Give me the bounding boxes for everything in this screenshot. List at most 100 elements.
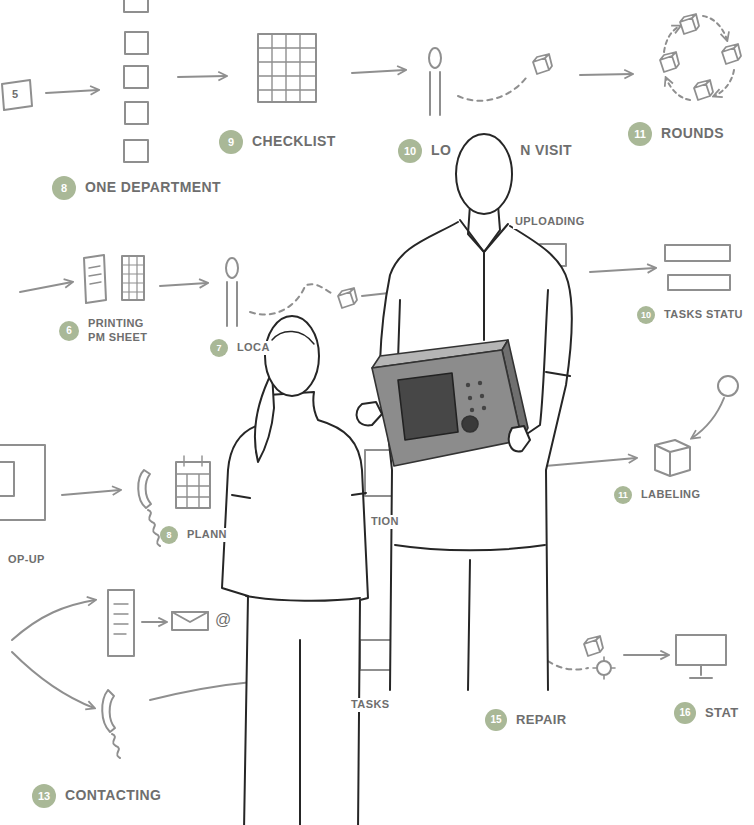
woman-figure-part — [272, 331, 314, 344]
device-figure-part — [466, 383, 470, 387]
background-sketch-part — [2, 80, 32, 110]
background-sketch-part — [84, 255, 106, 303]
background-sketch-part — [714, 70, 734, 96]
background-sketch-part — [122, 256, 144, 300]
background-sketch-part — [46, 90, 98, 93]
sketch-label: @ — [213, 610, 234, 629]
callout-number: 10 — [404, 146, 416, 157]
badge-fill — [628, 122, 652, 146]
sketch-label: TION — [369, 515, 401, 528]
background-sketch-part — [533, 54, 552, 74]
step-label: ROUNDS — [659, 125, 726, 143]
device-figure-part — [462, 416, 478, 432]
step-label: ONE DEPARTMENT — [83, 179, 223, 197]
background-sketch-part — [722, 44, 741, 64]
woman-figure-part — [265, 316, 319, 396]
background-sketch-part — [124, 140, 148, 162]
sketch-label: 5 — [10, 88, 21, 101]
background-sketch-part — [665, 245, 730, 261]
step-marker: 10 TASKS STATU — [637, 306, 745, 324]
background-sketch-part — [352, 70, 405, 73]
man-figure-part — [456, 134, 512, 214]
step-marker: 8 PLANN — [160, 526, 229, 544]
background-sketch-part — [172, 612, 208, 630]
background-sketch — [0, 0, 741, 758]
background-sketch-part — [660, 52, 679, 72]
man-figure-part — [395, 545, 545, 550]
number-badge: 8 — [52, 176, 76, 200]
device-figure-part — [480, 394, 484, 398]
device-figure-part — [357, 402, 382, 425]
callout-number: 16 — [679, 708, 690, 718]
step-marker: 15REPAIR — [485, 709, 569, 731]
background-sketch-part — [365, 450, 393, 496]
background-sketch-part — [718, 376, 738, 396]
step-label: PLANN — [185, 528, 229, 542]
step-label: TASKS STATU — [662, 308, 745, 322]
device-figure-part — [478, 381, 482, 385]
number-badge: 6 — [59, 321, 79, 341]
badge-fill — [398, 139, 422, 163]
background-sketch-part — [545, 458, 636, 466]
background-sketch-part — [125, 32, 148, 54]
step-label: STAT — [703, 705, 741, 721]
step-marker: 13CONTACTING — [32, 784, 163, 808]
step-label: LABELING — [639, 488, 702, 502]
number-badge: 8 — [160, 526, 178, 544]
callout-number: 10 — [641, 311, 651, 320]
callout-number: 8 — [166, 531, 171, 540]
background-sketch-part — [178, 76, 226, 77]
background-sketch-part — [124, 66, 148, 88]
woman-figure-part — [232, 493, 366, 498]
badge-fill — [32, 784, 56, 808]
number-badge: 10 — [398, 139, 422, 163]
woman-figure — [222, 316, 368, 825]
man-figure-part — [460, 220, 508, 252]
callout-number: 7 — [216, 344, 221, 353]
badge-fill — [52, 176, 76, 200]
number-badge: 7 — [210, 339, 228, 357]
background-sketch-part — [138, 470, 151, 508]
background-sketch-part — [62, 490, 120, 495]
man-figure-part — [483, 252, 485, 340]
callout-number: 9 — [228, 137, 234, 148]
step-label: PRINTING PM SHEET — [86, 317, 154, 345]
step-marker: 11 ROUNDS — [628, 122, 726, 146]
background-sketch-part — [664, 26, 680, 52]
badge-fill — [637, 306, 655, 324]
background-sketch-part — [338, 288, 357, 308]
background-sketch-part — [227, 282, 237, 326]
background-sketch-part — [590, 268, 655, 272]
sketch-label: TASKS — [349, 698, 391, 711]
background-sketch-part — [676, 635, 726, 665]
background-sketch-part — [0, 462, 14, 496]
background-sketch-part — [112, 734, 120, 758]
number-badge: 11 — [628, 122, 652, 146]
background-sketch-part — [89, 266, 101, 284]
callout-number: 13 — [38, 791, 50, 802]
number-badge: 11 — [614, 486, 632, 504]
device-figure-part — [470, 408, 474, 412]
background-sketch-part — [12, 652, 94, 708]
device-figure — [357, 340, 530, 466]
background-sketch-part — [430, 72, 440, 115]
background-sketch-part — [160, 283, 207, 286]
background-sketch-part — [668, 275, 730, 290]
badge-fill — [210, 339, 228, 357]
callout-number: 8 — [61, 183, 67, 194]
background-sketch-part — [0, 445, 45, 520]
background-sketch-part — [258, 34, 316, 102]
background-sketch-part — [176, 456, 210, 508]
background-sketch-part — [258, 34, 316, 102]
badge-fill — [674, 702, 696, 724]
background-sketch-part — [429, 48, 441, 68]
background-sketch-part — [124, 0, 148, 12]
callout-number: 15 — [490, 715, 501, 725]
step-marker: 7LOCA — [210, 339, 272, 357]
badge-fill — [160, 526, 178, 544]
device-figure-part — [398, 373, 458, 440]
background-sketch-part — [655, 440, 690, 476]
device-figure-part — [372, 350, 522, 466]
badge-fill — [219, 130, 243, 154]
